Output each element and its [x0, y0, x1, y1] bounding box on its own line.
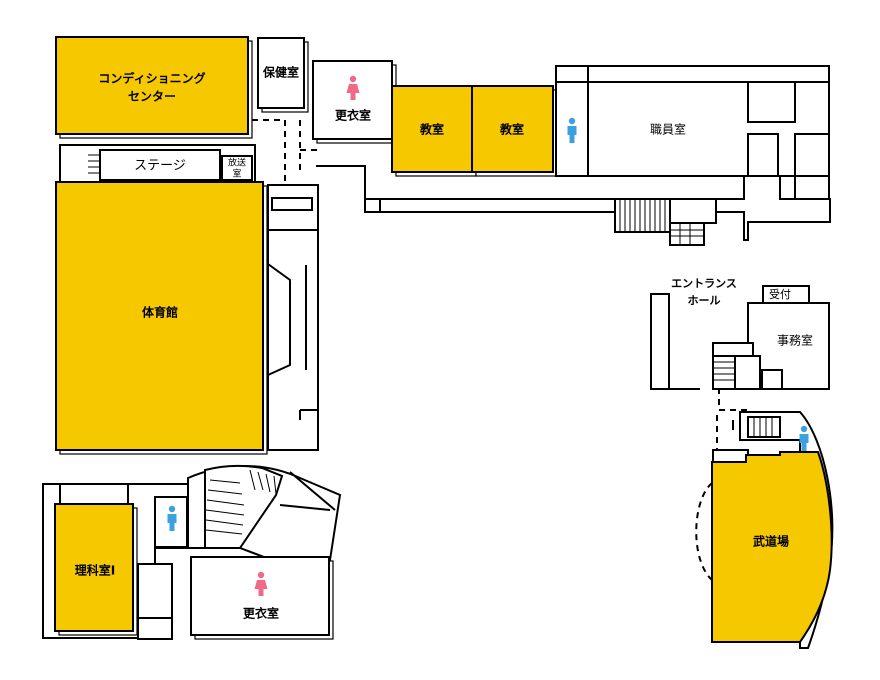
classroom-b: 教室 — [471, 85, 558, 177]
reception-label: 受付 — [769, 288, 791, 301]
broadcast-room-label-2: 室 — [232, 168, 241, 180]
health-room: 保健室 — [257, 37, 309, 113]
conditioning-center: コンディショニング センター — [55, 36, 253, 139]
science-room-label: 理科室Ⅰ — [75, 563, 115, 578]
gymnasium: 体育館 — [55, 181, 268, 455]
classroom-a-label: 教室 — [419, 122, 444, 137]
budojo-label: 武道場 — [753, 534, 789, 549]
conditioning-center-label-1: コンディショニング — [98, 71, 205, 86]
changing-room-north: 更衣室 — [312, 60, 397, 144]
staff-room: 職員室 — [555, 65, 830, 200]
broadcast-room-label-1: 放送 — [228, 157, 246, 169]
entrance-hall-label-2: ホール — [688, 294, 721, 307]
changing-room-south-label: 更衣室 — [243, 606, 279, 621]
stage-area: ステージ 放送 室 — [59, 144, 256, 183]
entrance-hall-label-1: エントランス — [671, 277, 737, 290]
science-room: 理科室Ⅰ — [54, 503, 138, 636]
entrance-hall: エントランス ホール — [650, 277, 737, 390]
staff-room-label: 職員室 — [650, 122, 686, 137]
classroom-b-label: 教室 — [499, 122, 524, 137]
changing-room-south: 更衣室 — [190, 556, 334, 640]
changing-room-north-label: 更衣室 — [335, 108, 371, 123]
curved-connector — [187, 464, 342, 561]
budojo: 武道場 — [695, 411, 834, 649]
stage-label: ステージ — [134, 159, 186, 174]
corridor-dashed — [718, 388, 750, 411]
office-label: 事務室 — [777, 333, 813, 348]
gymnasium-label: 体育館 — [142, 305, 178, 320]
office: 受付 事務室 — [712, 285, 830, 390]
corridor-dashed — [252, 119, 286, 195]
stairs-north — [614, 198, 717, 246]
classroom-a: 教室 — [391, 85, 477, 177]
conditioning-center-label-2: センター — [128, 90, 176, 104]
corridor-edge — [316, 165, 610, 200]
north-corridor — [316, 165, 831, 241]
gym-east-wing — [267, 184, 319, 451]
health-room-label: 保健室 — [262, 65, 299, 80]
